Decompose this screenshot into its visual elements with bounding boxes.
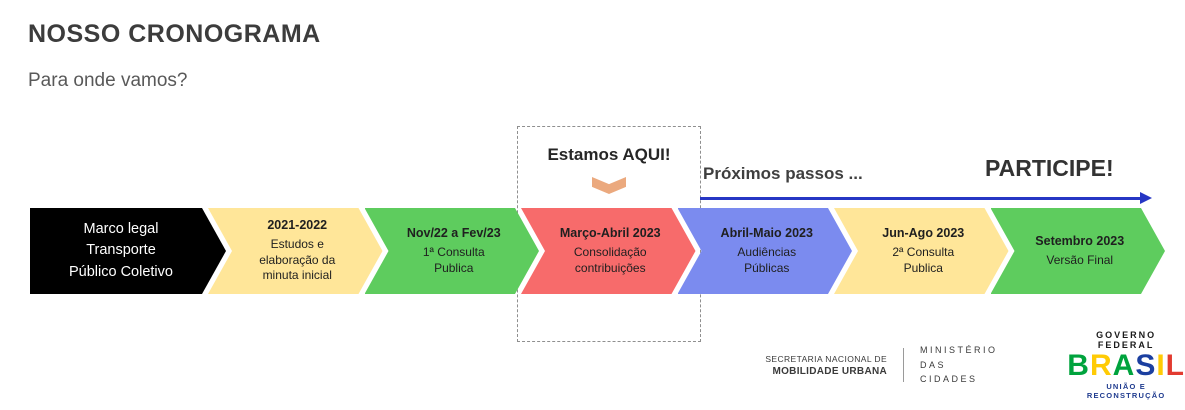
brasil-letter: L	[1165, 349, 1185, 382]
governo-federal-logo: GOVERNO FEDERAL BRASIL UNIÃO E RECONSTRU…	[1067, 330, 1185, 400]
timeline-item-line: contribuições	[574, 260, 646, 275]
chevron-down-icon	[592, 177, 626, 194]
timeline-item-heading: Abril-Maio 2023	[720, 225, 813, 240]
footer: SECRETARIA NACIONAL DE MOBILIDADE URBANA…	[748, 330, 1185, 400]
governo-federal-label: GOVERNO FEDERAL	[1096, 330, 1157, 350]
timeline-item-line: Publica	[434, 260, 474, 275]
brasil-letter: A	[1112, 349, 1136, 382]
brasil-letter: R	[1089, 349, 1113, 382]
timeline-item-line: Audiências	[737, 244, 797, 259]
timeline-item-heading: Jun-Ago 2023	[882, 225, 965, 240]
secretaria-logo: SECRETARIA NACIONAL DE MOBILIDADE URBANA	[748, 354, 887, 377]
arrow-head-icon	[1140, 192, 1152, 204]
secretaria-line1: SECRETARIA NACIONAL DE	[765, 353, 888, 364]
brasil-letter: B	[1067, 349, 1090, 382]
timeline-item-heading: 2021-2022	[267, 217, 328, 232]
timeline-item-heading: Setembro 2023	[1035, 233, 1125, 248]
timeline-item-line: Versão Final	[1046, 252, 1114, 267]
page-title: NOSSO CRONOGRAMA	[28, 20, 321, 48]
ministerio-logo: MINISTÉRIO DAS CIDADES	[920, 343, 1023, 386]
timeline-item-line: Estudos e	[270, 236, 324, 251]
page-subtitle: Para onde vamos?	[28, 70, 188, 91]
brasil-letter: I	[1156, 349, 1166, 382]
timeline-item-line: Públicas	[744, 260, 790, 275]
ministerio-line2: CIDADES	[919, 374, 978, 385]
timeline-item-heading: Março-Abril 2023	[559, 225, 661, 240]
footer-divider	[903, 348, 904, 382]
timeline-item-line: 2ª Consulta	[892, 244, 955, 259]
uniao-reconstrucao-label: UNIÃO E RECONSTRUÇÃO	[1086, 382, 1166, 400]
timeline-item-line: minuta inicial	[262, 268, 332, 283]
timeline-item-line: Consolidação	[573, 244, 647, 259]
next-steps-arrow	[700, 192, 1152, 204]
callout-label: Estamos AQUI!	[547, 145, 671, 164]
participate-label: PARTICIPE!	[985, 155, 1114, 181]
timeline-item-line: Publica	[903, 260, 943, 275]
timeline-item-line: Marco legal	[83, 221, 159, 238]
brasil-letter: S	[1135, 349, 1157, 382]
brasil-logo: BRASIL	[1067, 351, 1185, 381]
timeline-item-line: Público Coletivo	[69, 263, 173, 280]
timeline-item-line: Transporte	[86, 242, 156, 259]
ministerio-line1: MINISTÉRIO DAS	[919, 345, 998, 370]
timeline-item-line: elaboração da	[259, 252, 336, 267]
next-steps-label: Próximos passos ...	[703, 164, 863, 183]
timeline-item-heading: Nov/22 a Fev/23	[406, 225, 501, 240]
secretaria-line2: MOBILIDADE URBANA	[772, 365, 888, 377]
timeline-item-line: 1ª Consulta	[422, 244, 485, 259]
